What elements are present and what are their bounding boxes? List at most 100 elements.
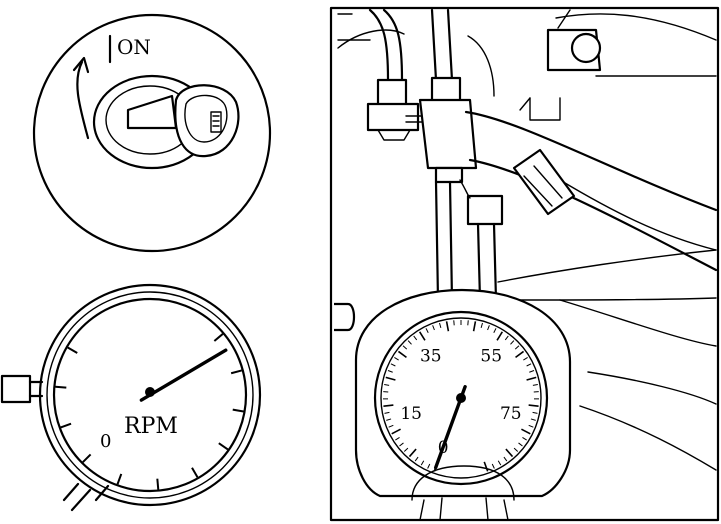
pressure-tick xyxy=(394,357,399,361)
pressure-tick xyxy=(385,376,396,381)
bolt-bracket-lines xyxy=(557,9,717,77)
pressure-tick xyxy=(497,460,502,466)
tach-zero-label: 0 xyxy=(100,431,111,452)
hose-clamp-ridges xyxy=(523,165,563,207)
hose-upper-edge xyxy=(464,110,718,212)
tach-pivot xyxy=(145,387,155,397)
fuel-line-b1 xyxy=(430,8,438,82)
pressure-tick xyxy=(414,456,419,462)
fuel-line-c xyxy=(467,35,495,97)
pressure-tick xyxy=(505,448,514,458)
background-line-5 xyxy=(579,405,717,471)
pressure-tick xyxy=(432,325,435,331)
bracket-edges xyxy=(337,13,371,41)
background-line-2 xyxy=(499,297,717,301)
fuel-line-b2 xyxy=(446,8,454,82)
pressure-tick xyxy=(427,463,431,469)
key-grip-slot xyxy=(210,111,222,133)
tach-tick xyxy=(156,478,160,490)
pressure-tick xyxy=(521,428,531,435)
pressure-tick xyxy=(532,411,538,414)
pipe-joint xyxy=(459,179,471,199)
tach-unit-label: RPM xyxy=(124,414,178,439)
pressure-scale-label: 35 xyxy=(420,347,442,367)
tee-bottom-nut xyxy=(434,166,464,184)
pressure-tick xyxy=(403,447,409,452)
pressure-tick xyxy=(439,322,442,328)
engine-edge-curve xyxy=(555,13,717,41)
tee-side-port xyxy=(405,115,423,123)
bracket-tab-edge xyxy=(519,97,531,111)
pressure-tick xyxy=(472,321,477,332)
pressure-tick xyxy=(390,363,396,367)
pressure-tick xyxy=(487,325,490,331)
pressure-tick xyxy=(395,436,400,441)
pressure-tick xyxy=(399,442,404,447)
hose-lower-edge xyxy=(468,158,718,272)
bracket-tab xyxy=(529,97,561,121)
pressure-needle-pivot xyxy=(456,393,466,403)
pressure-tick xyxy=(387,370,393,373)
tach-tick xyxy=(230,369,243,375)
pressure-tick xyxy=(483,461,489,472)
pressure-tick xyxy=(386,418,392,421)
tach-tick xyxy=(116,473,123,485)
pressure-tick xyxy=(514,345,520,350)
gauge-bottom-lines xyxy=(419,497,509,521)
pressure-tick xyxy=(408,448,417,458)
hose-inner-line xyxy=(559,179,717,251)
tach-side-connector xyxy=(0,374,32,404)
tach-dial xyxy=(52,297,248,493)
pressure-tick xyxy=(384,383,390,386)
bracket-outline xyxy=(337,29,405,49)
right-panel-frame xyxy=(329,6,720,522)
pressure-tick xyxy=(513,447,519,452)
pressure-tick xyxy=(510,340,515,345)
tach-tick xyxy=(55,385,67,389)
pressure-tick-marks xyxy=(382,320,540,472)
pressure-tick xyxy=(420,460,425,466)
pressure-tick xyxy=(397,350,407,359)
left-fitting-bottom xyxy=(377,129,411,141)
pressure-gauge-dial xyxy=(380,317,542,479)
background-line-1 xyxy=(497,249,717,283)
pressure-tick xyxy=(532,383,538,386)
left-fitting-nut xyxy=(376,78,408,108)
pressure-tick xyxy=(496,331,504,341)
pipe-down-right xyxy=(476,222,498,302)
tach-tick xyxy=(232,408,244,413)
pressure-tick xyxy=(388,424,394,428)
gauge-line-nut xyxy=(466,194,504,226)
tach-tick xyxy=(218,442,229,451)
tach-tick xyxy=(191,467,199,478)
pressure-tick xyxy=(491,463,495,469)
pressure-tick xyxy=(518,442,523,447)
tach-mid-bezel xyxy=(46,291,254,499)
tee-top-nut xyxy=(430,76,462,104)
pressure-scale-label: 15 xyxy=(400,404,422,424)
pressure-tick xyxy=(384,411,390,414)
pipe-down-left xyxy=(434,180,454,302)
tach-tick xyxy=(60,422,72,429)
pressure-tick xyxy=(391,428,401,435)
tach-tick-marks xyxy=(55,333,244,490)
left-tube-stub xyxy=(334,302,356,332)
pressure-tick xyxy=(407,340,412,345)
pressure-scale-label: 75 xyxy=(500,404,522,424)
tachometer: RPM 0 xyxy=(0,283,262,512)
bolt-head xyxy=(570,32,602,64)
tach-bottom-connector xyxy=(62,482,110,512)
hose-clamp xyxy=(512,148,576,216)
tach-needle xyxy=(139,348,228,402)
pressure-tick xyxy=(445,321,450,332)
rotation-arrow xyxy=(76,60,90,140)
key-blade xyxy=(126,94,178,130)
pressure-tick xyxy=(493,328,497,333)
pressure-scale-label: 55 xyxy=(480,347,502,367)
left-fitting-body xyxy=(366,102,420,132)
pressure-gauge-bezel xyxy=(373,310,549,486)
tee-fitting-body xyxy=(418,98,478,170)
fuel-line-a2 xyxy=(382,8,404,82)
ignition-switch-panel: ON xyxy=(32,13,272,253)
